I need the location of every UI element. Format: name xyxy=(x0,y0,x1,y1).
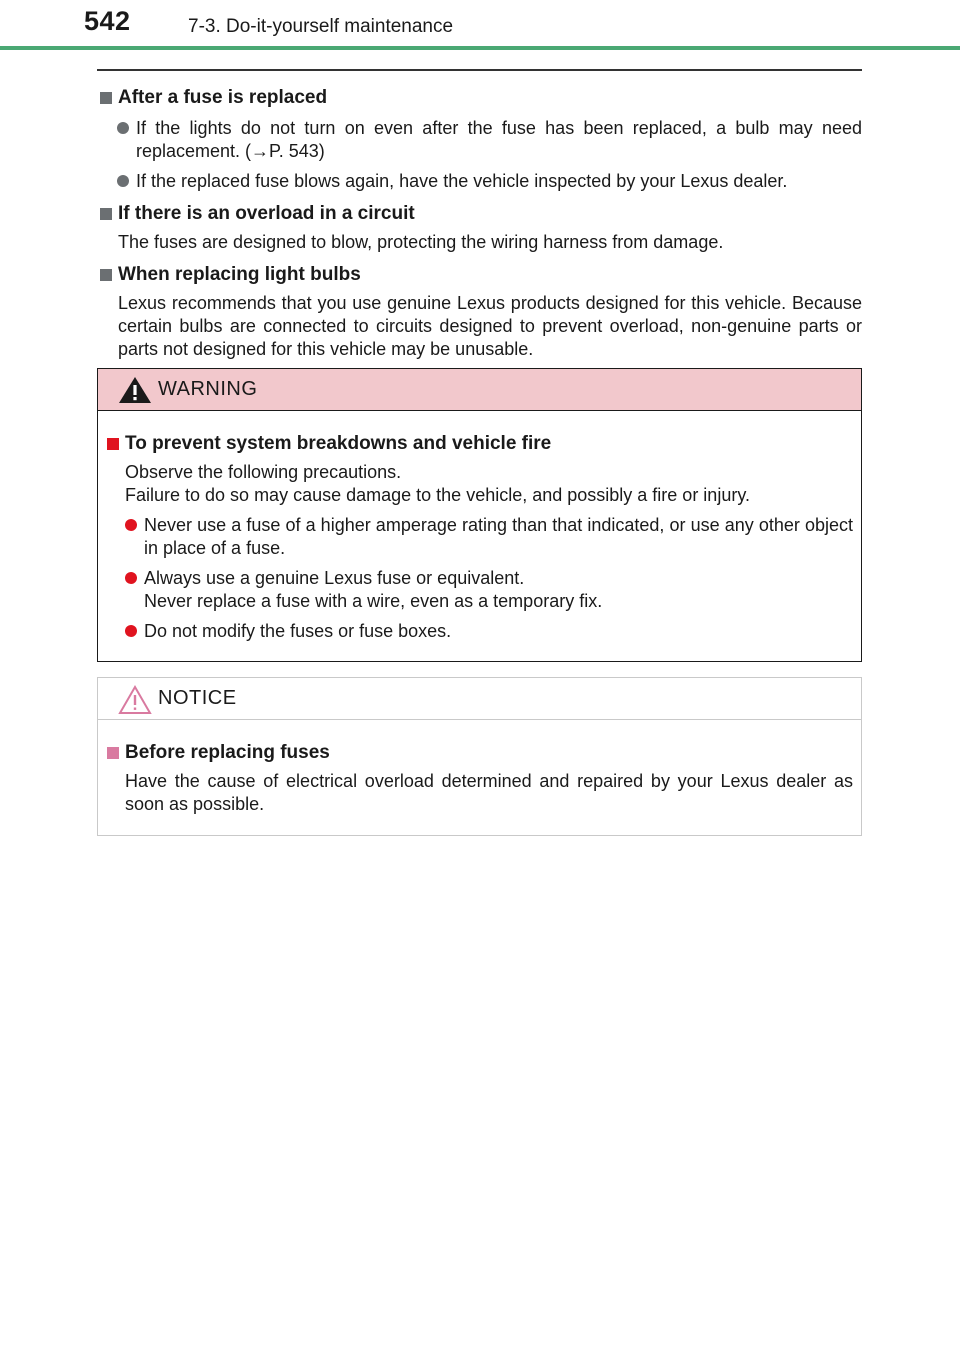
square-bullet-icon xyxy=(100,269,112,281)
warning-body: To prevent system breakdowns and vehicle… xyxy=(98,411,861,643)
overload-text: The fuses are designed to blow, protecti… xyxy=(118,232,724,252)
heading-overload: If there is an overload in a circuit xyxy=(97,200,862,228)
warning-bullet: Do not modify the fuses or fuse boxes. xyxy=(104,620,853,643)
notice-title: Before replacing fuses xyxy=(104,739,853,767)
warning-box: WARNING To prevent system breakdowns and… xyxy=(97,368,862,662)
warning-triangle-icon xyxy=(119,377,151,403)
notice-header: NOTICE xyxy=(98,678,861,720)
square-bullet-icon xyxy=(100,208,112,220)
heading-after-fuse: After a fuse is replaced xyxy=(97,84,862,112)
circle-bullet-icon xyxy=(125,625,137,637)
warning-bullet: Never use a fuse of a higher amperage ra… xyxy=(104,514,853,560)
notice-label: NOTICE xyxy=(158,687,237,709)
section-title: 7-3. Do-it-yourself maintenance xyxy=(188,16,454,37)
warning-bullet: Always use a genuine Lexus fuse or equiv… xyxy=(104,567,853,613)
heading-bulbs: When replacing light bulbs xyxy=(97,261,862,289)
square-bullet-icon xyxy=(107,747,119,759)
warning-label: WARNING xyxy=(158,378,258,400)
circle-bullet-icon xyxy=(117,175,129,187)
page-number: 542 xyxy=(84,6,131,36)
main-content: After a fuse is replaced If the lights d… xyxy=(97,82,862,368)
circle-bullet-icon xyxy=(125,519,137,531)
notice-text: Have the cause of electrical overload de… xyxy=(125,771,853,814)
bulbs-text: Lexus recommends that you use genuine Le… xyxy=(118,293,862,359)
bullet-item: If the replaced fuse blows again, have t… xyxy=(97,170,862,193)
caution-triangle-icon xyxy=(118,685,152,714)
notice-body: Before replacing fuses Have the cause of… xyxy=(98,720,861,816)
content-rule xyxy=(97,69,862,71)
warning-title: To prevent system breakdowns and vehicle… xyxy=(104,430,853,458)
circle-bullet-icon xyxy=(117,122,129,134)
header-rule xyxy=(0,46,960,50)
warning-intro: Failure to do so may cause damage to the… xyxy=(125,485,750,505)
bullet-item: If the lights do not turn on even after … xyxy=(97,117,862,163)
notice-box: NOTICE Before replacing fuses Have the c… xyxy=(97,677,862,836)
warning-intro: Observe the following precautions. xyxy=(125,462,402,482)
square-bullet-icon xyxy=(107,438,119,450)
warning-header: WARNING xyxy=(98,369,861,411)
square-bullet-icon xyxy=(100,92,112,104)
circle-bullet-icon xyxy=(125,572,137,584)
